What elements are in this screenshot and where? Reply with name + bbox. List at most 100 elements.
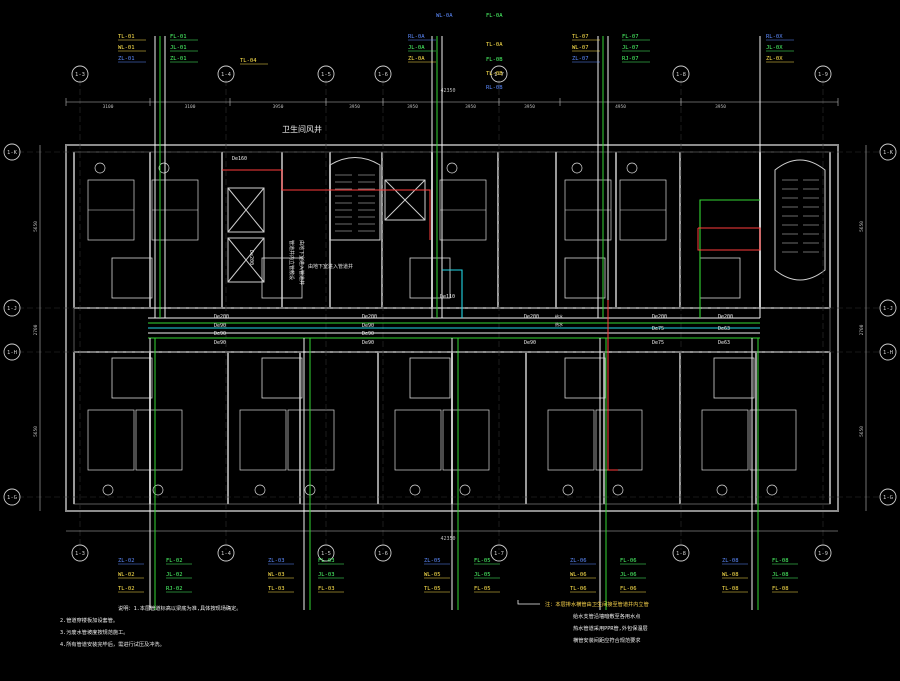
note-left-2: 3.污废水管坡度按规范施工。: [60, 628, 129, 636]
pipe-label-dn63: De63: [718, 326, 730, 332]
pipe-label-dn75-b: De75: [652, 340, 664, 346]
chair-top-2: [446, 162, 458, 174]
pipe-label-dn110: De110: [440, 294, 455, 300]
bed-bottom-1: [239, 409, 287, 471]
chair-top-0: [94, 162, 106, 174]
pipe-label-dn63-b: De63: [718, 340, 730, 346]
axis-right-label-1: 1-J: [883, 306, 893, 312]
vertical-note-1: 管道井内立管敷设: [288, 240, 295, 280]
axis-right-bubble-1: [879, 299, 897, 317]
pipe-label-dn90-c: De90: [214, 340, 226, 346]
bottom-tag-4-line-2: TL-05: [424, 586, 441, 592]
bottom-tag-1-line-1: JL-02: [166, 572, 183, 578]
top-tag-5-line-2: RJ-07: [622, 56, 639, 62]
notes-right: 注：本层排水横管由卫生间接至管道井内立管给水支管沿墙暗敷至各用水点热水管道采用P…: [545, 600, 649, 644]
pipe-label-dn90-d: De90: [362, 323, 374, 329]
pipe-label-dn90-f: De90: [362, 340, 374, 346]
stair-core-left: [227, 157, 826, 283]
branch-pipe-center: [442, 269, 463, 318]
axis-top-bubble-4: [490, 65, 508, 83]
bottom-tag-7-line-1: JL-06: [620, 572, 637, 578]
stair-left: [329, 157, 381, 241]
chair-top-3: [571, 162, 583, 174]
bottom-tag-7-line-0: FL-06: [620, 558, 637, 564]
dim-top-seg-8: 3950: [715, 104, 726, 110]
elevator-cross-1b: [227, 187, 265, 233]
room-furniture: [87, 162, 797, 496]
top-tag-5-line-0: FL-07: [622, 34, 639, 40]
bathroom-top-3: [564, 257, 606, 299]
bottom-tag-0-line-0: ZL-02: [118, 558, 135, 564]
bed-bottom-b-4: [749, 409, 797, 471]
bottom-tag-3-line-2: FL-03: [318, 586, 335, 592]
top-tag-5-line-1: JL-07: [622, 45, 639, 51]
pipe-label-dn200-mid: De200: [362, 314, 377, 320]
axis-bottom-bubble-6: [814, 544, 832, 562]
chair-bottom-0: [102, 484, 114, 496]
bed-bottom-b-0: [135, 409, 183, 471]
dim-top-seg-6: 3950: [524, 104, 535, 110]
pipe-label-dn90-b: De90: [214, 331, 226, 337]
axis-bottom-label-5: 1-8: [676, 551, 686, 557]
bottom-tag-5-line-1: JL-05: [474, 572, 491, 578]
center-tag-1: WL-0A: [436, 13, 453, 19]
axis-top-label-3: 1-6: [378, 72, 388, 78]
top-tag-1-line-2: ZL-01: [170, 56, 187, 62]
note-right-2: 热水管道采用PPR管,外包保温层: [573, 624, 648, 632]
riser-tags-top-center: WL-0A FL-0A TL-0A FL-0B TL-0B RL-0B: [436, 13, 503, 91]
axis-grid-lines: [18, 80, 882, 550]
note-left-0: 说明：1.本层管道标高以梁底为准,具体按现场确定。: [118, 604, 242, 612]
dim-top-seg-1: 3100: [185, 104, 196, 110]
bed-bottom-b-3: [595, 409, 643, 471]
pipe-label-mid-note-2: 热水: [555, 321, 563, 327]
bottom-tag-2-line-0: ZL-03: [268, 558, 285, 564]
bottom-tag-9-line-0: FL-08: [772, 558, 789, 564]
axis-top-label-5: 1-8: [676, 72, 686, 78]
top-tag-3-line-1: JL-0A: [408, 45, 425, 51]
pipe-size-labels: De200 De90 De90 De90 De200 De90 De90 De9…: [214, 156, 733, 346]
center-tag-3: TL-0A: [486, 42, 503, 48]
elevator-cross-3b: [384, 179, 426, 221]
axis-top-bubble-5: [672, 65, 690, 83]
note-right-1: 给水支管沿墙暗敷至各用水点: [573, 612, 640, 620]
bathroom-bottom-0: [111, 357, 153, 399]
chair-bottom-4: [716, 484, 728, 496]
note-right-0: 注：本层排水横管由卫生间接至管道井内立管: [545, 600, 649, 608]
pipe-label-dn200-mid2: De200: [524, 314, 539, 320]
axis-left-bubble-1: [3, 299, 21, 317]
axis-top-label-1: 1-4: [221, 72, 232, 78]
dim-bottom-total: 42350: [440, 536, 455, 542]
chair-bottom-1: [254, 484, 266, 496]
stair-treads: [335, 174, 819, 253]
axis-left-label-0: 1-K: [7, 150, 18, 156]
top-tag-3-line-2: ZL-0A: [408, 56, 425, 62]
top-tag-0-line-0: TL-01: [118, 34, 135, 40]
axis-right-label-0: 1-K: [883, 150, 894, 156]
dim-top-seg-5: 3950: [465, 104, 476, 110]
axis-bottom-label-1: 1-4: [221, 551, 232, 557]
stair-right: [774, 159, 826, 281]
bathroom-top-0: [111, 257, 153, 299]
axis-top-bubble-1: [217, 65, 235, 83]
bottom-tag-0-line-1: WL-02: [118, 572, 135, 578]
axis-right-label-2: 1-H: [883, 350, 893, 356]
axis-bottom-bubble-3: [374, 544, 392, 562]
chair-bottom-b-3: [612, 484, 624, 496]
note-left-1: 2.管道穿楼板加设套管。: [60, 616, 118, 624]
dim-left-seg-0: 5650: [33, 221, 39, 232]
chair-top-4: [626, 162, 638, 174]
bottom-tag-8-line-2: TL-08: [722, 586, 739, 592]
center-tag-5: TL-0B: [486, 71, 503, 77]
bottom-tag-6-line-0: ZL-06: [570, 558, 587, 564]
axis-top-bubble-2: [317, 65, 335, 83]
pipe-network: [148, 36, 761, 610]
center-tag-6: RL-0B: [486, 85, 503, 91]
pipe-label-dn90-e: De90: [362, 331, 374, 337]
chair-bottom-b-2: [459, 484, 471, 496]
pipe-label-dn200-left: De200: [214, 314, 229, 320]
bottom-tag-6-line-1: WL-06: [570, 572, 587, 578]
